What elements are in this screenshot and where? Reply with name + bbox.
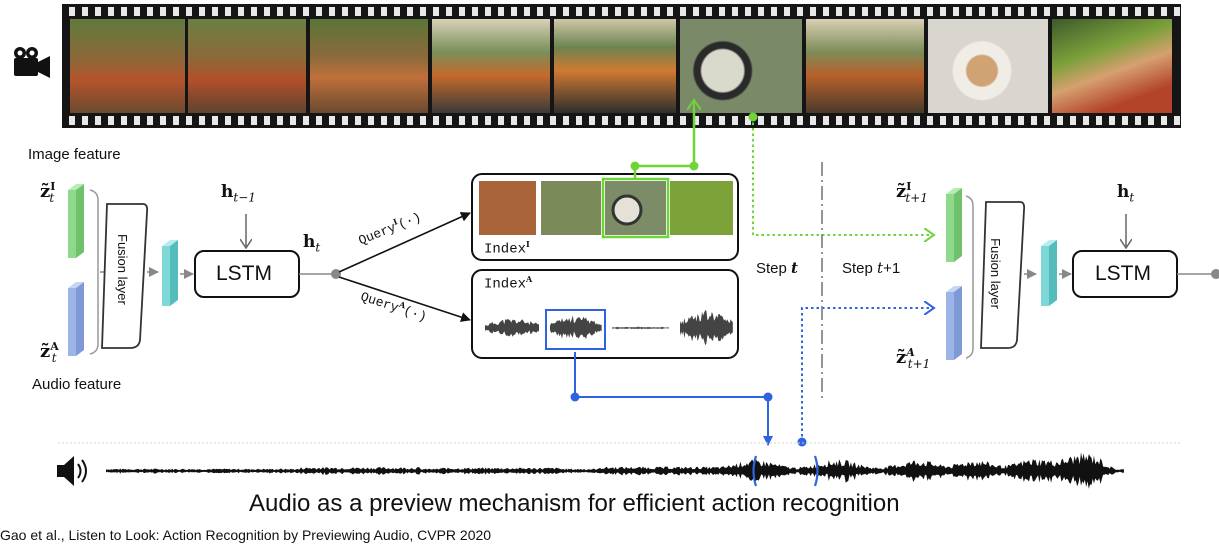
caption: Audio as a preview mechanism for efficie…: [249, 490, 900, 517]
index-image-thumb: [541, 181, 601, 235]
fusion-layer-block-t1: [980, 201, 1026, 349]
feature-bracket-right: [965, 195, 974, 359]
video-frame: [554, 19, 676, 113]
image-index-label: IndexI: [484, 239, 530, 258]
index-audio-clip: [485, 319, 539, 337]
link-node: [748, 112, 758, 122]
video-frame: [310, 19, 428, 113]
link-node: [689, 161, 699, 171]
z-image-t-label: z̃It: [40, 180, 56, 205]
audio-index-label: IndexA: [484, 274, 533, 293]
video-camera-icon: [14, 47, 50, 78]
index-image-thumb: [479, 181, 536, 235]
z-image-t1-label: z̃It+1: [896, 180, 928, 205]
image-feature-label: Image feature: [28, 146, 121, 163]
index-image-thumb: [670, 181, 733, 235]
index-audio-clip-selected: [550, 315, 602, 340]
h-t-label: ht: [303, 232, 321, 255]
video-frame: [432, 19, 550, 113]
video-frame: [806, 19, 924, 113]
video-frame: [1052, 19, 1172, 113]
preview-bracket-right: [813, 455, 819, 487]
selected-audio-highlight: [545, 309, 606, 350]
audio-feature-label: Audio feature: [32, 376, 122, 393]
index-audio-clip: [680, 310, 733, 346]
image-feature-block-t1: [946, 188, 962, 262]
film-perforation-bottom: [62, 116, 1181, 125]
video-frame: [680, 19, 802, 113]
index-image-thumb-detail: [611, 194, 643, 226]
index-audio-clip: [612, 326, 669, 330]
image-selection-link: [635, 108, 696, 168]
query-audio-arrow: [338, 276, 471, 322]
audio-feature-block-t1: [946, 286, 962, 360]
step-t-label: Step t: [756, 259, 798, 277]
hidden-state-node-t1: [1211, 269, 1219, 279]
link-node: [570, 392, 580, 402]
z-audio-t-label: z̃At: [40, 340, 59, 365]
feature-bracket-left: [89, 189, 99, 355]
citation: Gao et al., Listen to Look: Action Recog…: [0, 527, 492, 543]
video-frame: [188, 19, 306, 113]
selected-image-highlight: [601, 177, 670, 239]
step-t1-label: Step t+1: [842, 259, 901, 277]
image-feature-block-t: [68, 184, 84, 258]
fused-feature-block-t1: [1041, 240, 1057, 306]
video-frame: [928, 19, 1048, 113]
audio-selection-link: [574, 352, 773, 446]
video-film-strip: [62, 4, 1181, 128]
preview-bracket-left: [752, 455, 758, 487]
z-audio-t1-label: z̃At+1: [896, 346, 931, 371]
fused-feature-block: [162, 240, 178, 306]
audio-waveform: [106, 452, 1124, 489]
query-image-arrow: [338, 212, 471, 273]
link-node: [763, 392, 773, 402]
link-node: [797, 437, 807, 447]
next-audio-feature-link: [801, 308, 934, 442]
next-image-feature-link: [752, 117, 934, 235]
lstm-label-t1: LSTM: [1095, 262, 1152, 285]
film-perforation-top: [62, 7, 1181, 16]
speaker-icon: [57, 456, 87, 486]
video-frame: [70, 19, 185, 113]
h-prev-label: ht−1: [221, 182, 256, 205]
fusion-layer-block: [101, 203, 149, 349]
h-t-input-label: ht: [1117, 182, 1135, 205]
audio-feature-block-t: [68, 282, 84, 356]
hidden-state-node: [331, 269, 341, 279]
lstm-label-t: LSTM: [216, 262, 273, 285]
